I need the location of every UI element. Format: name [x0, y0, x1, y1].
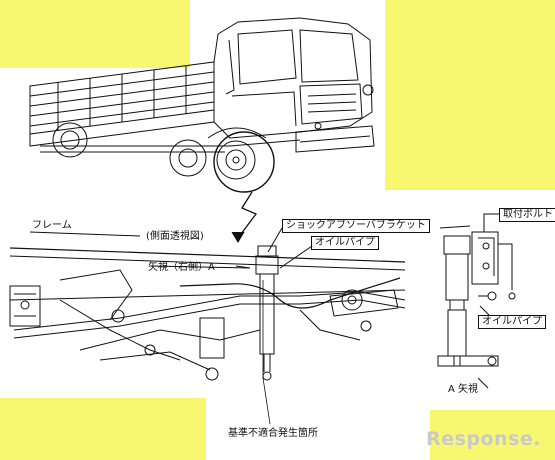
a-view-detail — [437, 213, 516, 389]
truck-illustration — [29, 17, 375, 193]
frame-assembly — [9, 231, 406, 425]
response-watermark: Response. — [426, 428, 541, 450]
label-oil-pipe-detail: オイルパイプ — [478, 315, 546, 329]
lead-arrow — [231, 191, 258, 243]
label-arrow-view-right: 矢視（右側）A — [148, 262, 215, 273]
label-mount-bolt: 取付ボルト — [499, 208, 555, 222]
yellow-panel-top-right — [385, 0, 555, 190]
yellow-panel-bottom-right — [430, 410, 555, 460]
label-shock-bracket: ショックアブソーバブラケット — [282, 219, 430, 233]
yellow-panel-top-left — [0, 0, 190, 68]
label-oil-pipe: オイルパイプ — [311, 236, 379, 250]
yellow-panel-bottom-left — [0, 398, 206, 460]
label-leaders — [149, 225, 471, 269]
label-defect-location: 基準不適合発生箇所 — [228, 428, 318, 439]
label-frame: フレーム — [32, 220, 72, 231]
label-a-view: A 矢視 — [448, 384, 479, 395]
label-side-view: (側面透視図) — [146, 231, 204, 242]
